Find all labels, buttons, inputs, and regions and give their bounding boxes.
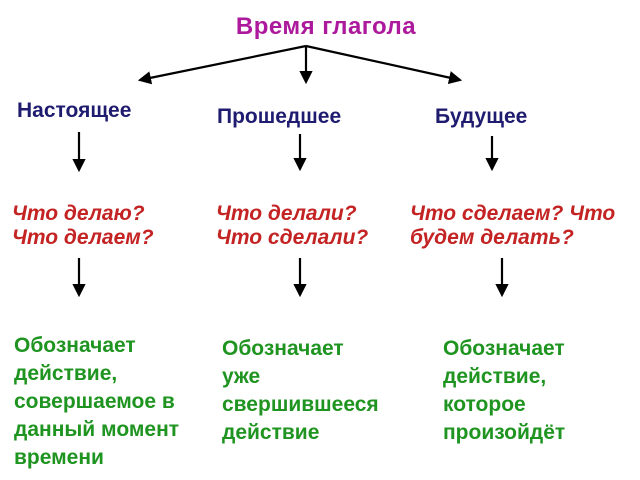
tense-label-present: Настоящее [17, 99, 132, 122]
question-past: Что делали? Что сделали? [216, 202, 369, 249]
question-future: Что сделаем? Что будем делать? [410, 202, 616, 249]
description-future: Обозначает действие, которое произойдёт [443, 337, 566, 444]
arrow-title-to-future [305, 44, 463, 85]
question-present: Что делаю? Что делаем? [12, 202, 154, 249]
page-title: Время глагола [235, 13, 417, 40]
description-present: Обозначает действие, совершаемое в данны… [14, 334, 180, 469]
tense-label-past: Прошедшее [217, 105, 342, 128]
tense-label-future: Будущее [435, 105, 528, 128]
description-past: Обозначает уже свершившееся действие [222, 337, 379, 444]
arrow-title-to-present [137, 44, 307, 85]
